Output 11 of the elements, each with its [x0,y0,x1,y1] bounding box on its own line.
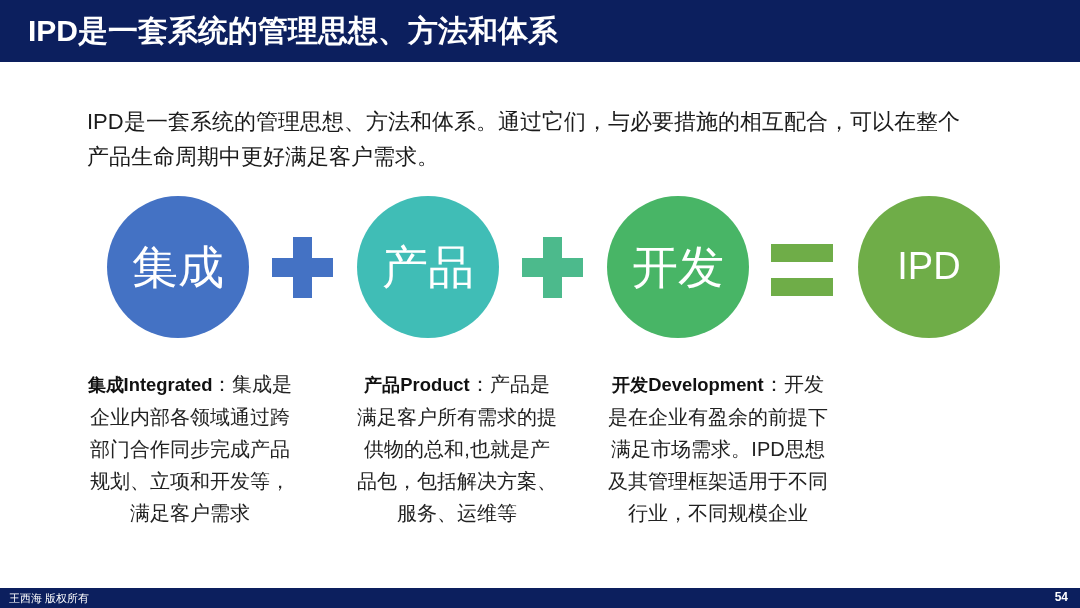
concept-circle: 产品 [357,196,499,338]
concept-circle: 集成 [107,196,249,338]
description-text: 产品Product：产品是满足客户所有需求的提供物的总和,也就是产品包，包括解决方案、服务、运维等 [356,372,558,526]
concept-circle: IPD [858,196,1000,338]
copyright-note: 王西海 版权所有 [9,591,90,605]
concept-circle: 开发 [607,196,749,338]
description-text: 开发Development：开发是在企业有盈余的前提下满足市场需求。IPD思想及其管理框架适用于不同行业，不同规模企业 [607,372,829,526]
description-text: 集成Integrated：集成是企业内部各领域通过跨部门合作同步完成产品规划、立项和开发等，满足客户需求 [86,372,294,526]
slide-title: IPD是一套系统的管理思想、方法和体系 [28,13,558,49]
intro-paragraph: IPD是一套系统的管理思想、方法和体系。通过它们，与必要措施的相互配合，可以在整个产品生命周期中更好满足客户需求。 [87,108,961,171]
page-number: 54 [1054,590,1068,605]
